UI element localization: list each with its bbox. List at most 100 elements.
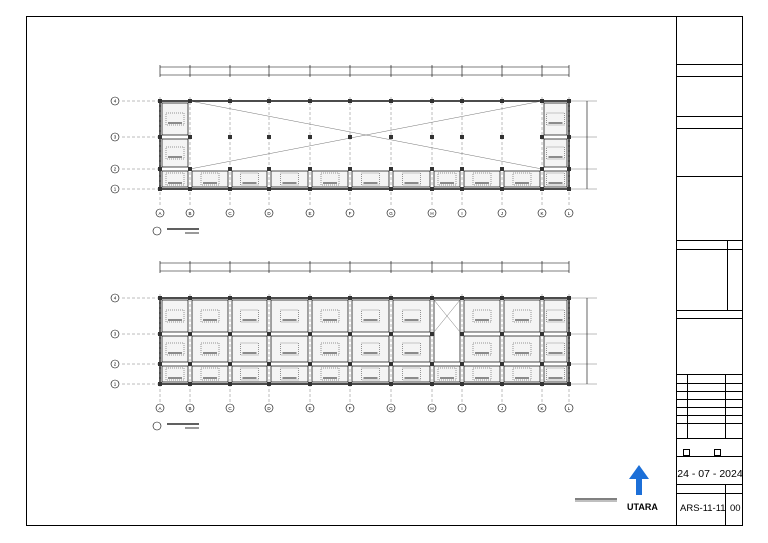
furniture <box>280 367 299 381</box>
furniture <box>546 112 565 126</box>
grid-label: G <box>389 406 393 411</box>
column-marker <box>158 362 162 366</box>
room <box>463 299 501 333</box>
column-marker <box>267 135 271 139</box>
room <box>270 365 309 383</box>
column-marker <box>460 187 464 191</box>
furniture <box>240 342 259 356</box>
furniture <box>320 172 340 186</box>
room <box>351 365 390 383</box>
room <box>543 365 568 383</box>
grid-bubble <box>537 403 547 413</box>
room <box>351 335 390 363</box>
grid-label: 4 <box>114 296 117 301</box>
room <box>161 299 189 333</box>
consultant-box <box>677 129 743 177</box>
column-marker <box>348 296 352 300</box>
grid-bubble <box>564 403 574 413</box>
room <box>351 299 390 333</box>
column-marker <box>348 187 352 191</box>
column-marker <box>267 296 271 300</box>
column-marker <box>308 167 312 171</box>
north-label: UTARA <box>627 502 658 512</box>
furniture <box>280 172 299 186</box>
column-marker <box>430 167 434 171</box>
grid-bubble <box>564 208 574 218</box>
column-marker <box>267 167 271 171</box>
column-marker <box>228 135 232 139</box>
furniture <box>165 309 185 323</box>
room <box>191 299 229 333</box>
furniture <box>402 342 421 356</box>
room <box>392 170 431 188</box>
furniture <box>472 342 492 356</box>
revision-table <box>677 375 743 439</box>
room <box>543 102 568 136</box>
column-marker <box>567 382 571 386</box>
furniture <box>472 309 492 323</box>
grid-label: 3 <box>114 332 117 337</box>
column-marker <box>348 135 352 139</box>
room <box>392 365 431 383</box>
room <box>543 299 568 333</box>
room <box>463 170 501 188</box>
column-marker <box>188 296 192 300</box>
status-checkbox-row <box>677 439 743 457</box>
furniture <box>200 367 220 381</box>
furniture <box>240 172 259 186</box>
project-info-box <box>677 17 743 65</box>
grid-label: 2 <box>114 362 117 367</box>
grid-bubble <box>110 359 120 369</box>
grid-bubble <box>537 208 547 218</box>
grid-label: L <box>568 211 571 216</box>
furniture <box>200 342 220 356</box>
grid-bubble <box>110 379 120 389</box>
column-marker <box>540 135 544 139</box>
column-marker <box>567 167 571 171</box>
grid-bubble <box>386 208 396 218</box>
grid-bubble <box>155 208 165 218</box>
room <box>161 102 189 136</box>
furniture <box>472 172 492 186</box>
grid-bubble <box>185 403 195 413</box>
furniture <box>546 342 565 356</box>
room <box>392 299 431 333</box>
column-marker <box>540 382 544 386</box>
column-marker <box>389 382 393 386</box>
column-marker <box>267 99 271 103</box>
room <box>311 335 349 363</box>
column-marker <box>389 135 393 139</box>
column-marker <box>500 332 504 336</box>
grid-bubble <box>427 403 437 413</box>
column-marker <box>188 135 192 139</box>
column-marker <box>228 187 232 191</box>
grid-bubble <box>457 403 467 413</box>
column-marker <box>158 167 162 171</box>
column-marker <box>540 296 544 300</box>
void-cross <box>433 299 461 333</box>
column-marker <box>188 167 192 171</box>
room <box>463 365 501 383</box>
grid-label: C <box>228 211 232 216</box>
column-marker <box>228 296 232 300</box>
column-marker <box>228 332 232 336</box>
date-box: 24 - 07 - 2024 <box>677 457 743 485</box>
grid-label: J <box>501 406 503 411</box>
column-marker <box>389 362 393 366</box>
grid-bubble <box>155 403 165 413</box>
column-marker <box>158 99 162 103</box>
furniture <box>361 172 380 186</box>
owner-box <box>677 65 743 77</box>
grid-bubble <box>386 403 396 413</box>
revision-number: 00 <box>730 503 741 514</box>
furniture <box>165 146 185 160</box>
grid-bubble <box>225 208 235 218</box>
column-marker <box>188 332 192 336</box>
grid-label: B <box>188 406 191 411</box>
column-marker <box>158 332 162 336</box>
room <box>463 335 501 363</box>
column-marker <box>430 382 434 386</box>
column-marker <box>389 187 393 191</box>
grid-label: J <box>501 211 503 216</box>
